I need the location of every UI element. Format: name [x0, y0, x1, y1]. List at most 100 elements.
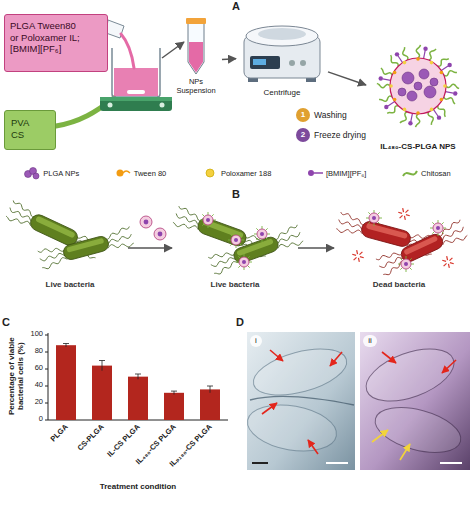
centrifuge-step: Centrifuge: [236, 10, 328, 102]
nanoparticle: [238, 266, 240, 268]
live-bacterium: [177, 206, 204, 221]
node-text: NPs Suspension: [170, 78, 222, 95]
free-nanoparticles: [140, 216, 166, 240]
live-bacterium: [275, 232, 301, 244]
nanoparticle-product-art: [446, 84, 459, 88]
node-subtext: Freeze drying: [314, 130, 366, 140]
nanoparticle-product-art: [440, 71, 444, 75]
text-group: Live bacteria: [172, 280, 298, 289]
nanoparticle-product-art: [414, 82, 422, 90]
nanoparticle-product-art: [390, 58, 446, 114]
nanoparticle: [443, 228, 446, 229]
nanoparticle-product-art: [379, 76, 383, 80]
stirrer-plate: [100, 97, 172, 111]
nanoparticle: [244, 254, 245, 257]
tube-step-art: [188, 22, 204, 74]
chart-axes: [45, 333, 228, 420]
chart-axes: [45, 420, 48, 421]
stirrer-plate: [160, 103, 165, 108]
live-bacterium: [175, 213, 201, 225]
nanoparticle: [260, 232, 264, 236]
micrograph-i: [326, 462, 348, 464]
nanoparticle-product-art: [419, 69, 429, 79]
nanoparticle-product-art: [407, 91, 417, 101]
micrograph-ii: [359, 332, 470, 470]
live-bacterium: [5, 212, 32, 229]
tick-label: 0: [20, 415, 43, 424]
yellow-arrows: [372, 430, 388, 442]
nanoparticle-product-art: [402, 72, 414, 84]
nanoparticle: [430, 220, 446, 236]
legend-icon: [306, 166, 324, 180]
centrifuge-step-art: [289, 60, 295, 66]
pouring-stream: [121, 34, 134, 68]
nanoparticle: [374, 210, 375, 213]
nanoparticle: [267, 234, 270, 235]
stirrer-plate: [100, 97, 172, 111]
dead-bacterium: [376, 248, 403, 265]
node-text: 2: [296, 128, 310, 142]
legend-icon: [206, 169, 214, 177]
micrograph-i: [252, 462, 268, 464]
legend-icon: [201, 166, 219, 180]
nanoparticle: [256, 228, 258, 230]
cell-debris: [449, 258, 452, 261]
tick-label: 80: [20, 347, 43, 356]
live-bacterium: [172, 218, 199, 233]
nanoparticle: [401, 259, 411, 269]
centrifuge-step-art: [250, 56, 280, 69]
beaker: [114, 68, 158, 96]
nanoparticle: [254, 234, 257, 235]
nanoparticle: [202, 214, 204, 216]
tube-step-art: [186, 18, 206, 24]
cell-debris: [360, 257, 364, 258]
live-bacterium: [40, 252, 66, 262]
beaker: [127, 90, 145, 94]
red-arrows: [262, 403, 277, 414]
nanoparticle-product-art: [437, 115, 441, 119]
nanoparticle: [432, 222, 434, 224]
nanoparticle: [257, 229, 267, 239]
panel-letter: B: [228, 188, 244, 201]
nanoparticle: [411, 264, 414, 265]
nanoparticle-product-art: [388, 101, 395, 105]
micrograph-i: [244, 332, 355, 470]
dead-bacterium: [360, 220, 412, 248]
dead-bacterium: [336, 224, 363, 237]
nanoparticle: [228, 232, 244, 248]
step-marker: 2 Freeze drying: [296, 128, 366, 144]
nanoparticle: [366, 218, 369, 219]
tube-step-art: [189, 42, 203, 73]
nanoparticle: [398, 264, 401, 265]
nanoparticle-product-art: [381, 68, 392, 75]
text-group: Live bacteria: [12, 280, 128, 289]
nanoparticle-product-art: [403, 47, 408, 60]
legend-icon: [401, 166, 419, 180]
nanoparticle: [400, 268, 402, 270]
nanoparticle: [368, 212, 370, 214]
error-bars: [207, 386, 213, 387]
cell-debris: [402, 208, 404, 212]
live-bacterium: [35, 216, 75, 239]
micrograph-ii: [359, 339, 461, 412]
micrograph-ii: [370, 399, 465, 460]
node-subtext: Washing: [314, 110, 347, 120]
axis-title: Treatment condition: [48, 482, 228, 491]
micrograph-i: [244, 399, 340, 458]
axis-title: Percentage of viable bacterial cells (%): [7, 329, 25, 424]
live-bacterium: [62, 235, 110, 261]
nanoparticle-product-art: [416, 45, 420, 58]
dead-bacterium: [339, 212, 366, 225]
nanoparticle: [398, 256, 414, 272]
cell-debris: [398, 212, 402, 213]
chart-axes: [45, 369, 48, 370]
free-nanoparticles: [140, 216, 152, 228]
legend-icon: [114, 166, 132, 180]
nanoparticle-product-art: [423, 47, 427, 51]
cell-debris: [442, 260, 446, 261]
nanoparticle: [262, 226, 263, 229]
nanoparticle-product-art: [377, 84, 390, 88]
nanoparticle: [266, 228, 268, 230]
live-bacterium: [38, 226, 135, 270]
chart-bars: [128, 377, 148, 420]
